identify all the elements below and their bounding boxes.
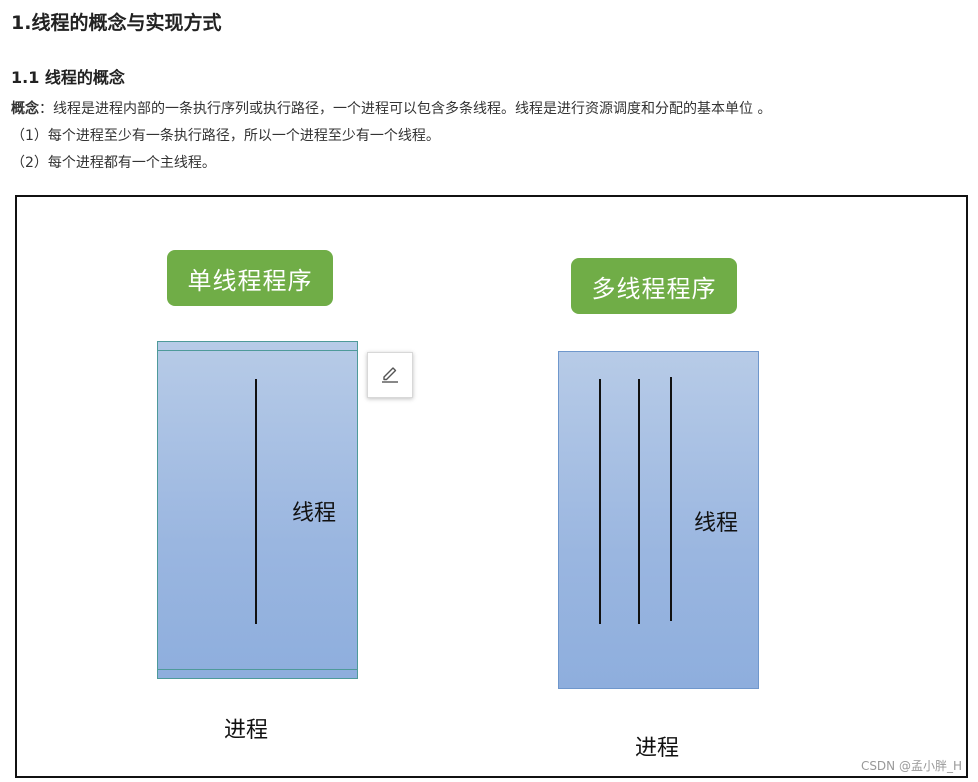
csdn-watermark: CSDN @孟小胖_H	[860, 759, 962, 773]
single-thread-label: 线程	[292, 501, 337, 526]
single-process-label: 进程	[224, 718, 269, 743]
thread-diagram: 单线程程序 线程 进程 多线程程序 线程 进程 CSDN @孟小胖_H	[15, 195, 968, 778]
process-top-edge	[158, 350, 357, 351]
section-heading: 1.线程的概念与实现方式	[11, 12, 222, 34]
multi-process-box: 线程	[558, 351, 759, 689]
single-process-box: 线程	[157, 341, 358, 679]
thread-line	[255, 379, 257, 624]
multi-thread-title: 多线程程序	[571, 258, 737, 314]
thread-line	[638, 379, 640, 624]
point-1: （1）每个进程至少有一条执行路径，所以一个进程至少有一个线程。	[11, 128, 440, 144]
pencil-edit-icon	[379, 362, 401, 388]
thread-line	[599, 379, 601, 624]
definition-paragraph: 概念：线程是进程内部的一条执行序列或执行路径，一个进程可以包含多条线程。线程是进…	[11, 98, 771, 118]
process-bottom-edge	[158, 669, 357, 670]
point-2: （2）每个进程都有一个主线程。	[11, 155, 216, 171]
definition-text: ：线程是进程内部的一条执行序列或执行路径，一个进程可以包含多条线程。线程是进行资…	[39, 101, 772, 117]
subsection-heading: 1.1 线程的概念	[11, 68, 125, 87]
edit-button[interactable]	[367, 352, 413, 398]
multi-thread-label: 线程	[694, 511, 739, 536]
multi-process-label: 进程	[635, 736, 680, 761]
definition-term: 概念	[11, 101, 39, 117]
single-thread-title: 单线程程序	[167, 250, 333, 306]
thread-line	[670, 377, 672, 621]
